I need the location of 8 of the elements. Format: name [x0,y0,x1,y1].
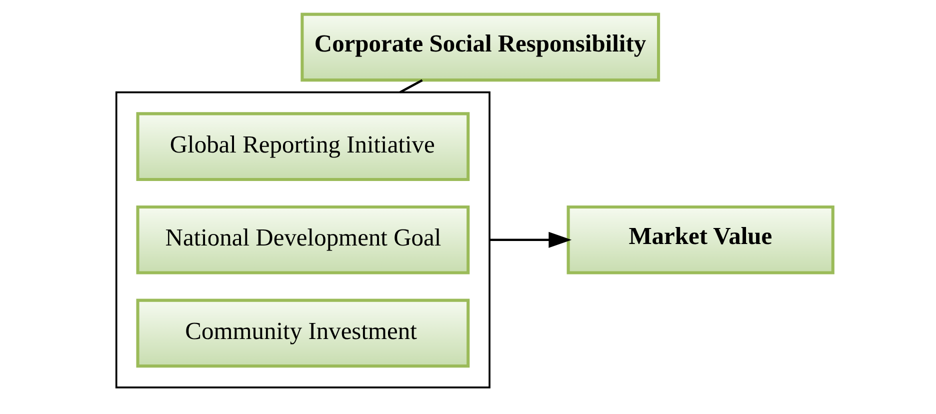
node-box: National Development Goal [136,205,470,274]
node-box: Corporate Social Responsibility [300,12,660,82]
arrow [489,232,572,248]
node-box: Market Value [566,205,834,274]
node-box: Global Reporting Initiative [136,112,470,181]
connector [399,79,422,94]
node-box: Community Investment [136,298,470,368]
cluster [114,91,490,388]
